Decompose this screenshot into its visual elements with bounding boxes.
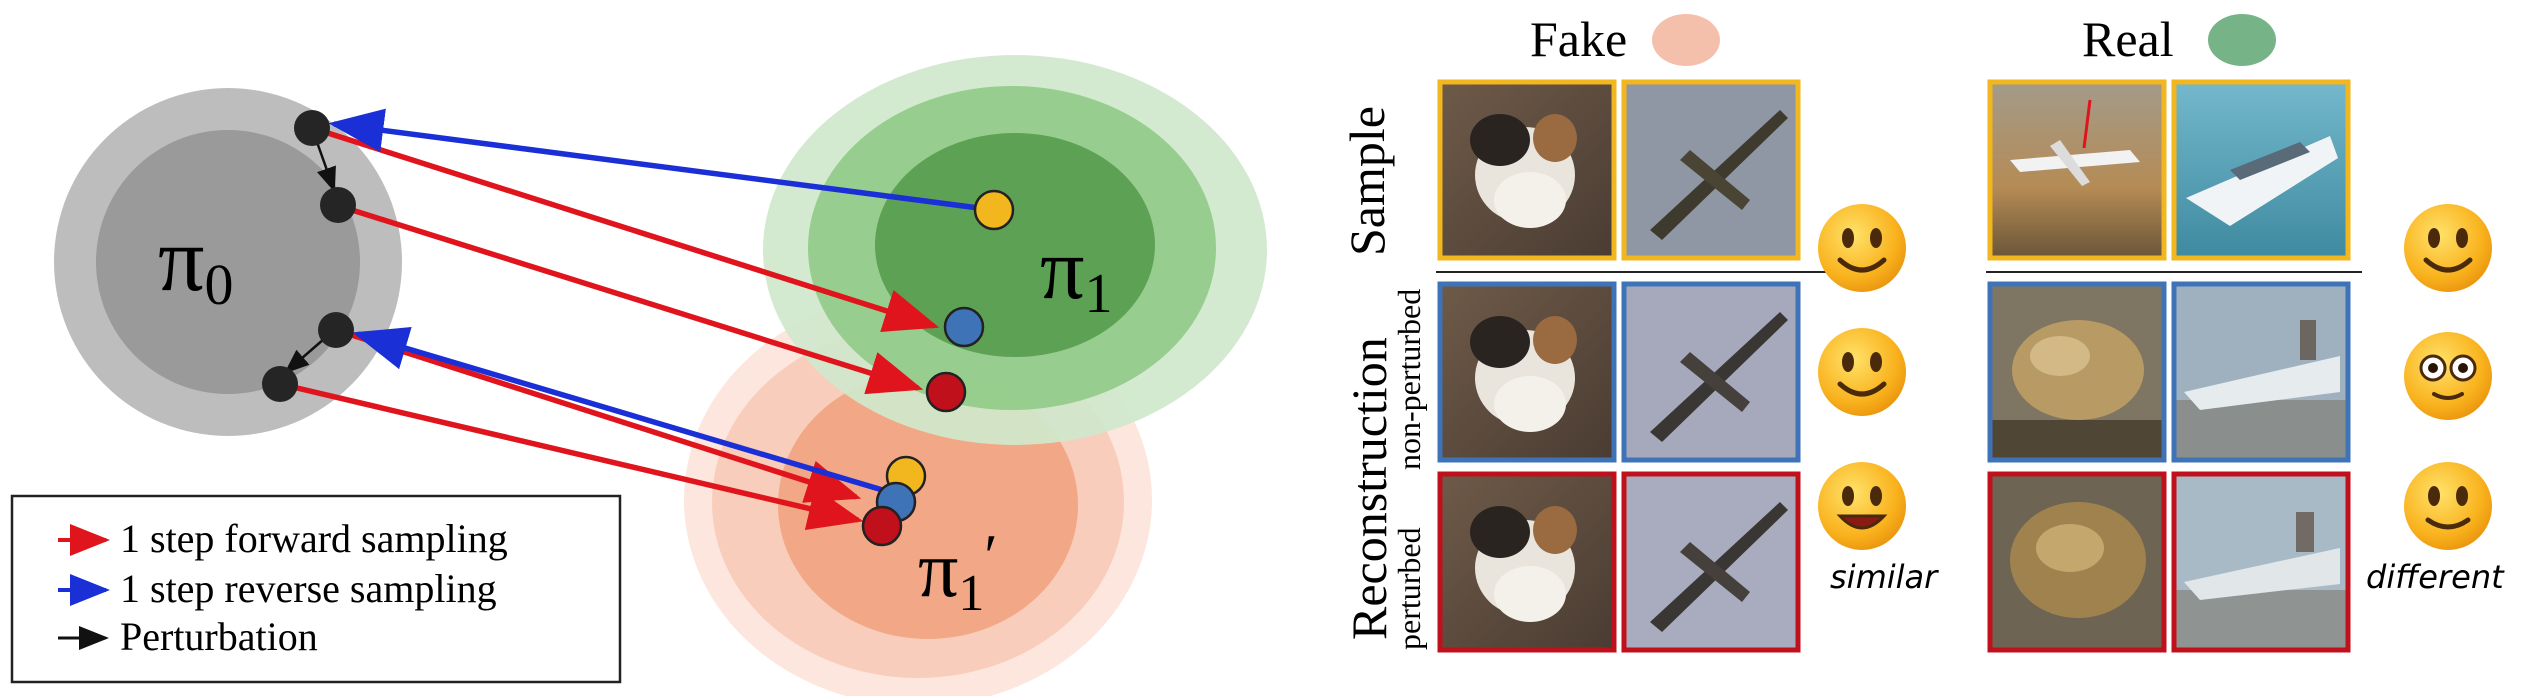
forward-sampling-arrow xyxy=(279,381,864,531)
row-label-perturbed: perturbed xyxy=(1391,527,1427,650)
fake-nonperturbed-airplane-image xyxy=(1621,281,1801,463)
fake-distribution-label: π1′ xyxy=(918,523,998,622)
perturbed-source-point xyxy=(262,366,298,402)
legend-perturb-label: Perturbation xyxy=(120,614,318,659)
forward-sampling-arrow xyxy=(311,125,940,332)
smiley-icon xyxy=(2404,462,2492,550)
real-sample-boat-image xyxy=(2171,79,2351,261)
smiley-icon xyxy=(2404,204,2492,292)
real-nonperturbed-airplane-image xyxy=(1987,281,2167,463)
real-header: Real xyxy=(2082,11,2174,67)
real-sample-airplane-image xyxy=(1987,79,2167,261)
smiley-icon xyxy=(1818,328,1906,416)
row-label-sample: Sample xyxy=(1339,106,1395,256)
distribution-diagram: π0 π1 π1′ xyxy=(54,55,1267,696)
forward-sampling-arrow xyxy=(335,327,862,503)
reverse-sampling-arrow xyxy=(352,327,897,497)
reverse-sampling-arrow xyxy=(328,108,995,213)
fake-nonperturbed-dog-image xyxy=(1437,281,1617,463)
fake-perturbed-airplane-image xyxy=(1621,471,1801,653)
source-point xyxy=(294,110,330,146)
reconstruction-grid: Fake Real Sample Reconstruction non-pert… xyxy=(1339,11,2505,653)
real-nonperturbed-boat-image xyxy=(2171,281,2351,463)
legend: 1 step forward sampling 1 step reverse s… xyxy=(10,494,622,684)
target-distribution-label: π1 xyxy=(1040,221,1112,325)
fake-perturbed-dog-image xyxy=(1437,471,1617,653)
fake-sample-dog-image xyxy=(1437,79,1617,261)
surprised-face-icon xyxy=(2404,332,2492,420)
real-sample-point xyxy=(973,189,1015,231)
fake-header: Fake xyxy=(1530,11,1627,67)
reconstruction-point xyxy=(943,306,985,348)
smiley-icon xyxy=(1818,204,1906,292)
real-perturbed-boat-image xyxy=(2171,471,2351,653)
fake-color-swatch xyxy=(1652,14,1720,66)
forward-sampling-arrow xyxy=(335,202,924,395)
row-label-non-perturbed: non-perturbed xyxy=(1391,289,1427,470)
fake-verdict-label: similar xyxy=(1830,558,1939,596)
fake-perturbed-reconstruction-point xyxy=(861,505,903,547)
real-color-swatch xyxy=(2208,14,2276,66)
legend-box xyxy=(10,494,622,684)
legend-forward-label: 1 step forward sampling xyxy=(120,516,508,561)
real-perturbed-airplane-image xyxy=(1987,471,2167,653)
legend-reverse-label: 1 step reverse sampling xyxy=(120,566,497,611)
smiley-icon xyxy=(1818,462,1906,550)
row-label-reconstruction: Reconstruction xyxy=(1341,337,1397,640)
source-distribution-label: π0 xyxy=(158,208,233,317)
perturbed-source-point xyxy=(320,187,356,223)
perturbed-reconstruction-point xyxy=(925,371,967,413)
target-distribution-inner xyxy=(875,133,1155,357)
source-distribution-inner xyxy=(96,130,360,394)
real-verdict-label: different xyxy=(2366,558,2505,596)
source-point xyxy=(318,312,354,348)
fake-sample-airplane-image xyxy=(1621,79,1801,261)
